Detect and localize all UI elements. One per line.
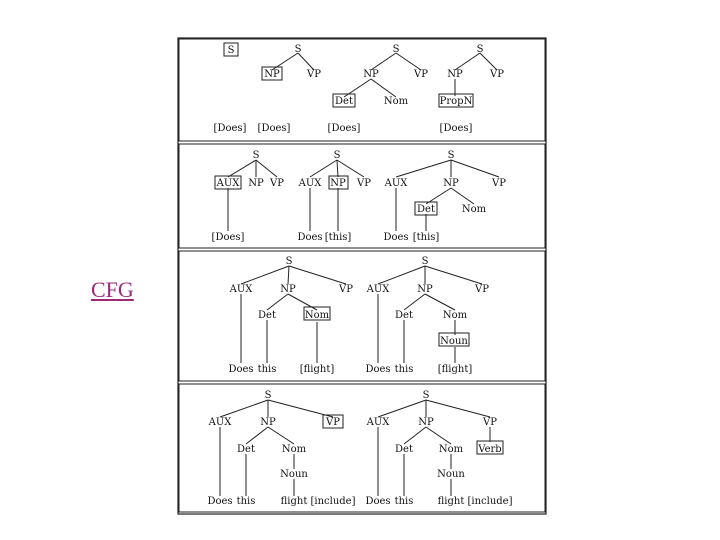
word-label: [Does] xyxy=(214,123,247,134)
node-label: S xyxy=(265,390,272,401)
node-label: VP xyxy=(482,417,497,428)
node-label: VP xyxy=(413,69,428,80)
node-label: NP xyxy=(447,69,463,80)
word-label: this xyxy=(395,496,414,507)
node-label: S xyxy=(253,150,260,161)
node-label: NP xyxy=(330,178,346,189)
node-label: VP xyxy=(474,284,489,295)
word-label: [Does] xyxy=(258,123,291,134)
node-label: AUX xyxy=(298,178,323,189)
node-label: Nom xyxy=(305,310,330,321)
node-label: NP xyxy=(248,178,264,189)
node-label: AUX xyxy=(229,284,254,295)
word-label: [flight] xyxy=(300,364,335,375)
node-label: Noun xyxy=(440,336,468,347)
word-label: Does xyxy=(383,232,408,243)
node-label: S xyxy=(334,150,341,161)
panel-1 xyxy=(178,38,546,142)
word-label: [this] xyxy=(413,232,440,243)
figure-frame xyxy=(177,37,547,515)
word-label: [flight] xyxy=(438,364,473,375)
node-label: Nom xyxy=(443,310,468,321)
word-label: flight xyxy=(281,496,308,507)
word-label: [Does] xyxy=(212,232,245,243)
node-label: AUX xyxy=(366,284,391,295)
node-label: NP xyxy=(260,417,276,428)
node-label: AUX xyxy=(366,417,391,428)
node-label: NP xyxy=(363,69,379,80)
node-label: VP xyxy=(356,178,371,189)
node-label: S xyxy=(423,390,430,401)
node-label: Det xyxy=(335,96,353,107)
node-label: Nom xyxy=(462,204,487,215)
node-label: Nom xyxy=(384,96,409,107)
word-label: Does xyxy=(365,496,390,507)
word-label: this xyxy=(258,364,277,375)
node-label: Det xyxy=(395,444,413,455)
node-label: VP xyxy=(338,284,353,295)
word-label: this xyxy=(237,496,256,507)
node-label: S xyxy=(448,150,455,161)
word-label: this xyxy=(395,364,414,375)
node-label: Nom xyxy=(282,444,307,455)
node-label: Nom xyxy=(439,444,464,455)
node-label: Det xyxy=(395,310,413,321)
panel-3 xyxy=(178,250,546,382)
node-label: Det xyxy=(258,310,276,321)
node-label: VP xyxy=(325,417,340,428)
word-label: [include] xyxy=(468,496,513,507)
tree-edges xyxy=(219,52,500,496)
node-label: NP xyxy=(418,417,434,428)
node-label: Det xyxy=(237,444,255,455)
node-label: PropN xyxy=(440,96,473,107)
word-label: [this] xyxy=(325,232,352,243)
highlight-boxes xyxy=(214,42,504,455)
node-label: S xyxy=(228,45,235,56)
node-label: Verb xyxy=(477,444,501,455)
node-label: AUX xyxy=(216,178,241,189)
panel-2 xyxy=(178,143,546,249)
node-label: S xyxy=(422,256,429,267)
node-label: AUX xyxy=(208,417,233,428)
node-label: S xyxy=(393,44,400,55)
node-label: NP xyxy=(443,178,459,189)
node-label: VP xyxy=(489,69,504,80)
word-label: Does xyxy=(365,364,390,375)
node-label: Det xyxy=(417,204,435,215)
word-label: [Does] xyxy=(440,123,473,134)
node-label: VP xyxy=(269,178,284,189)
word-label: Does xyxy=(297,232,322,243)
word-label: [Does] xyxy=(328,123,361,134)
node-label: S xyxy=(477,44,484,55)
node-label: VP xyxy=(306,69,321,80)
word-label: Does xyxy=(228,364,253,375)
word-label: Does xyxy=(207,496,232,507)
node-label: S xyxy=(295,44,302,55)
node-label: NP xyxy=(417,284,433,295)
node-label: NP xyxy=(280,284,296,295)
node-label: S xyxy=(286,256,293,267)
node-label: AUX xyxy=(384,178,409,189)
panel-4 xyxy=(178,383,546,513)
node-label: Noun xyxy=(280,469,308,480)
word-label: [include] xyxy=(311,496,356,507)
cfg-link[interactable]: CFG xyxy=(91,277,134,302)
word-label: flight xyxy=(438,496,465,507)
node-label: Noun xyxy=(437,469,465,480)
node-label: NP xyxy=(264,69,280,80)
node-label: VP xyxy=(491,178,506,189)
